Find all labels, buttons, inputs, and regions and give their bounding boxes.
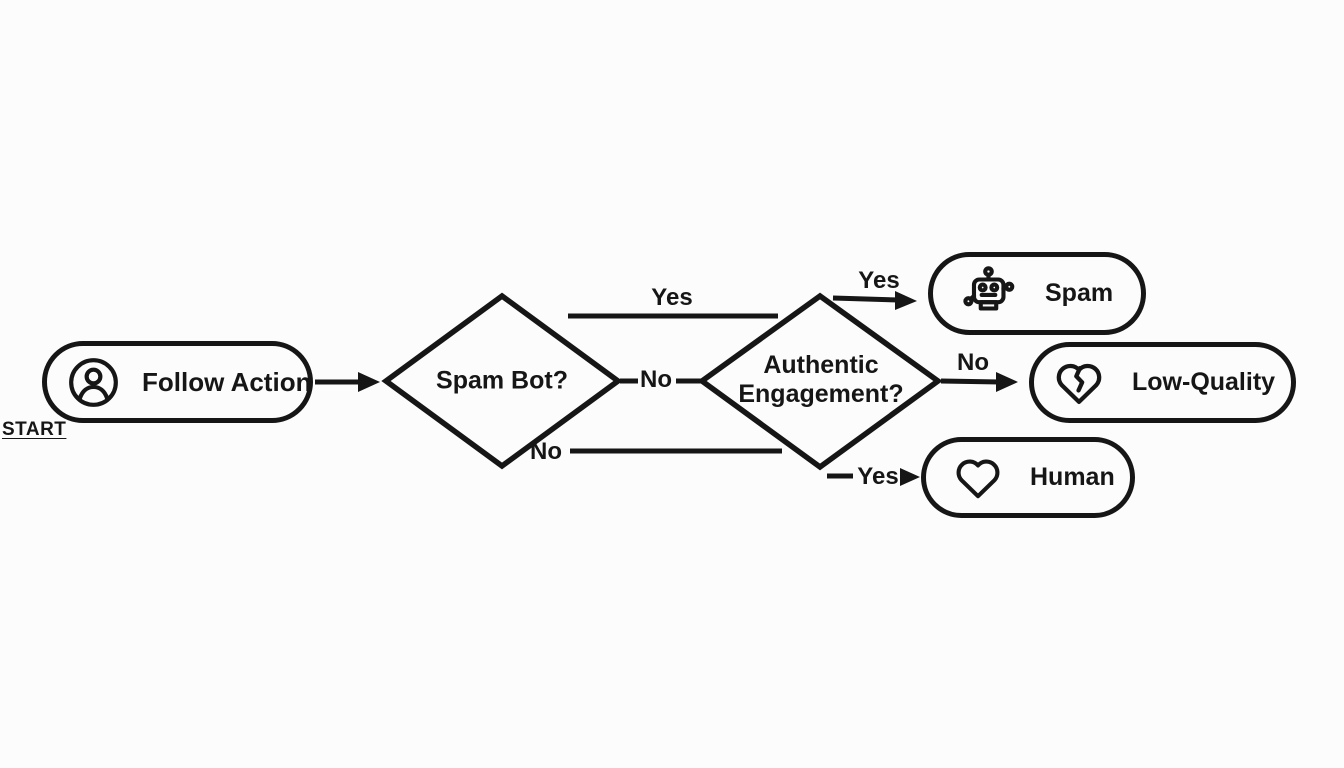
node-low-quality: Low-Quality <box>1029 342 1296 423</box>
arrowhead-no-to-low-quality <box>996 372 1018 392</box>
node-spam-bot-diamond <box>381 292 623 470</box>
arrowhead-yes-to-human <box>900 468 920 486</box>
edge-label-yes-to-human: Yes <box>857 463 899 490</box>
edge-label-yes-top: Yes <box>651 284 693 311</box>
authentic-engagement-label-line2: Engagement? <box>738 380 904 408</box>
human-label: Human <box>1030 463 1115 491</box>
spam-label: Spam <box>1045 279 1114 307</box>
edge-no-to-low-quality <box>940 378 1001 385</box>
edge-label-no-to-low-quality: No <box>957 349 989 376</box>
edge-label-yes-to-spam: Yes <box>858 267 900 294</box>
node-authentic-engagement-diamond <box>697 292 943 471</box>
edge-label-no-bottom: No <box>530 438 562 465</box>
edge-yes-to-spam <box>832 295 900 303</box>
authentic-engagement-label-line1: Authentic <box>763 351 879 379</box>
user-icon <box>67 356 120 409</box>
heart-icon <box>952 452 1004 504</box>
arrowhead-follow-to-spambot <box>358 372 380 392</box>
node-follow-action: Follow Action <box>42 341 313 423</box>
edge-label-no-middle: No <box>640 366 672 393</box>
broken-heart-icon <box>1052 356 1106 410</box>
robot-icon <box>959 265 1017 323</box>
follow-action-label: Follow Action <box>142 366 312 397</box>
spam-bot-label: Spam Bot? <box>436 366 568 395</box>
start-label: START <box>2 419 67 440</box>
arrowhead-yes-to-spam <box>895 291 917 310</box>
node-spam: Spam <box>928 252 1146 335</box>
node-human: Human <box>921 437 1135 518</box>
authentic-engagement-label: Authentic Engagement? <box>738 351 903 409</box>
low-quality-label: Low-Quality <box>1132 368 1276 396</box>
